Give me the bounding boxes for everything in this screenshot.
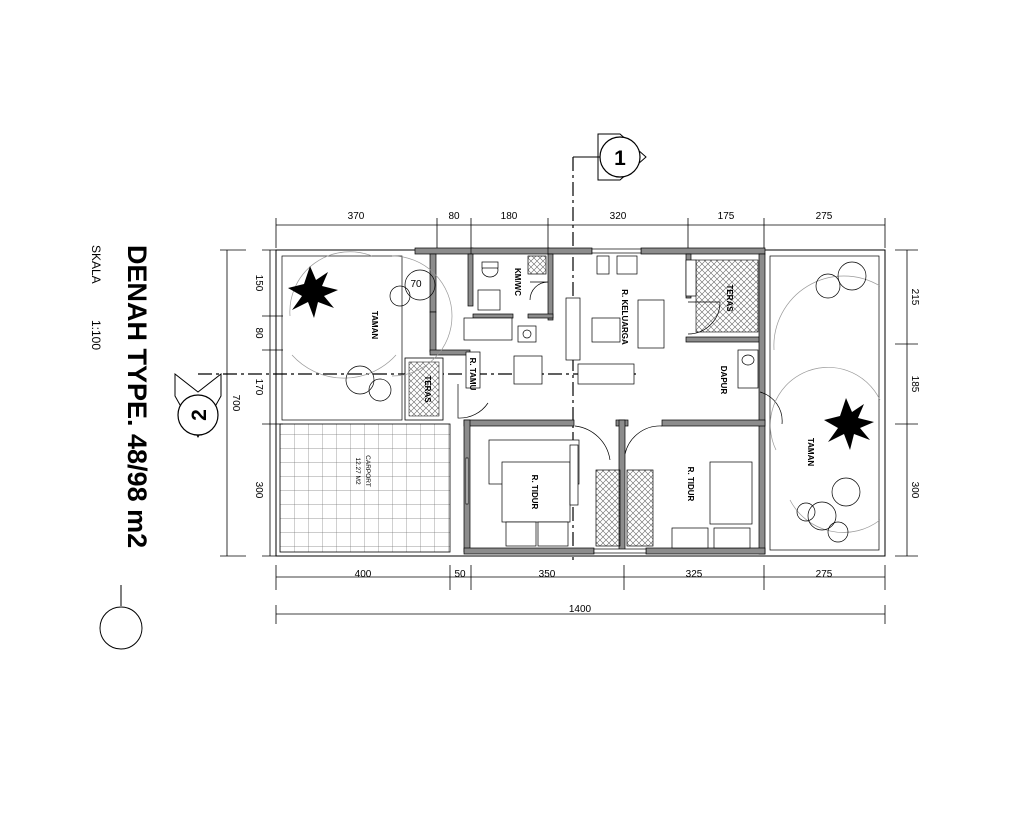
svg-text:350: 350 [539,569,556,580]
svg-text:400: 400 [355,569,372,580]
svg-text:TERAS: TERAS [423,375,432,403]
svg-text:1400: 1400 [569,604,592,615]
plan-title: DENAH TYPE. 48/98 m2 [122,245,152,548]
palm-tree-right [824,398,874,450]
walls [414,247,766,555]
scale-label: SKALA [89,245,103,284]
doors [457,281,783,461]
svg-text:170: 170 [253,379,264,396]
svg-text:300: 300 [909,482,920,499]
garden-elements [289,251,881,543]
svg-text:2: 2 [188,409,211,421]
svg-text:TERAS: TERAS [725,284,734,312]
svg-text:275: 275 [816,569,833,580]
svg-text:275: 275 [816,211,833,222]
title-block: DENAH TYPE. 48/98 m2 SKALA 1:100 [89,245,152,650]
dimension-labels: 370 80 180 320 175 275 400 50 350 325 27… [230,211,920,615]
svg-text:50: 50 [454,569,466,580]
svg-text:TAMAN: TAMAN [370,311,379,340]
svg-text:R. TIDUR: R. TIDUR [686,467,695,502]
furniture [463,255,759,549]
svg-text:70: 70 [410,279,422,290]
svg-text:DAPUR: DAPUR [719,366,728,395]
svg-text:180: 180 [501,211,518,222]
svg-text:80: 80 [448,211,460,222]
svg-text:300: 300 [253,482,264,499]
svg-text:KM/WC: KM/WC [513,268,522,296]
svg-text:CARPORT: CARPORT [364,455,371,487]
svg-text:R. TAMU: R. TAMU [468,358,477,391]
svg-text:175: 175 [718,211,735,222]
right-teras [695,259,759,333]
svg-text:325: 325 [686,569,703,580]
svg-text:12.27 M2: 12.27 M2 [354,457,361,484]
scale-value: 1:100 [89,320,103,350]
svg-text:TAMAN: TAMAN [806,438,815,467]
svg-text:700: 700 [230,395,241,412]
front-teras [404,357,444,421]
svg-text:370: 370 [348,211,365,222]
svg-text:R. TIDUR: R. TIDUR [530,475,539,510]
svg-text:215: 215 [909,289,920,306]
svg-text:150: 150 [253,275,264,292]
svg-text:320: 320 [610,211,627,222]
svg-text:1: 1 [614,147,626,170]
palm-tree-left [288,266,338,318]
svg-text:185: 185 [909,376,920,393]
north-circle [99,606,143,650]
svg-text:R. KELUARGA: R. KELUARGA [620,289,629,345]
svg-text:80: 80 [253,327,264,339]
carport: CARPORT 12.27 M2 [279,423,451,553]
room-labels: TAMAN KM/WC R. KELUARGA TERAS R. TAMU TE… [370,268,815,510]
